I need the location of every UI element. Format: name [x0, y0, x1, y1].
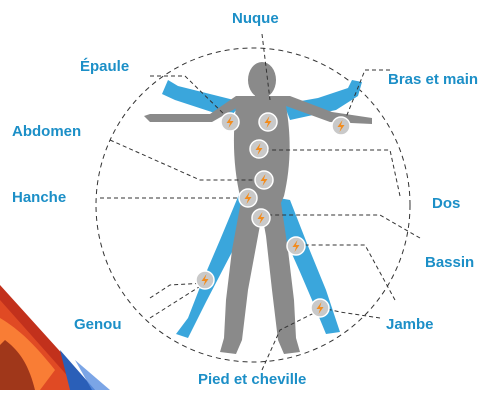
label-genou: Genou	[74, 317, 122, 332]
label-jambe: Jambe	[386, 317, 434, 332]
pain-point-marker	[259, 113, 277, 131]
label-epaule: Épaule	[80, 59, 129, 74]
label-dos: Dos	[432, 196, 460, 211]
label-bassin: Bassin	[425, 255, 474, 270]
pain-point-marker	[311, 299, 329, 317]
label-hanche: Hanche	[12, 190, 66, 205]
pain-point-marker	[196, 271, 214, 289]
pain-point-marker	[250, 140, 268, 158]
label-pied-cheville: Pied et cheville	[198, 372, 306, 387]
label-abdomen: Abdomen	[12, 124, 81, 139]
pain-point-marker	[252, 209, 270, 227]
pain-point-marker	[287, 237, 305, 255]
pain-point-marker	[221, 113, 239, 131]
pain-point-marker	[239, 189, 257, 207]
pain-point-marker	[332, 117, 350, 135]
label-bras-main: Bras et main	[388, 72, 478, 87]
label-nuque: Nuque	[232, 11, 279, 26]
pain-point-marker	[255, 171, 273, 189]
